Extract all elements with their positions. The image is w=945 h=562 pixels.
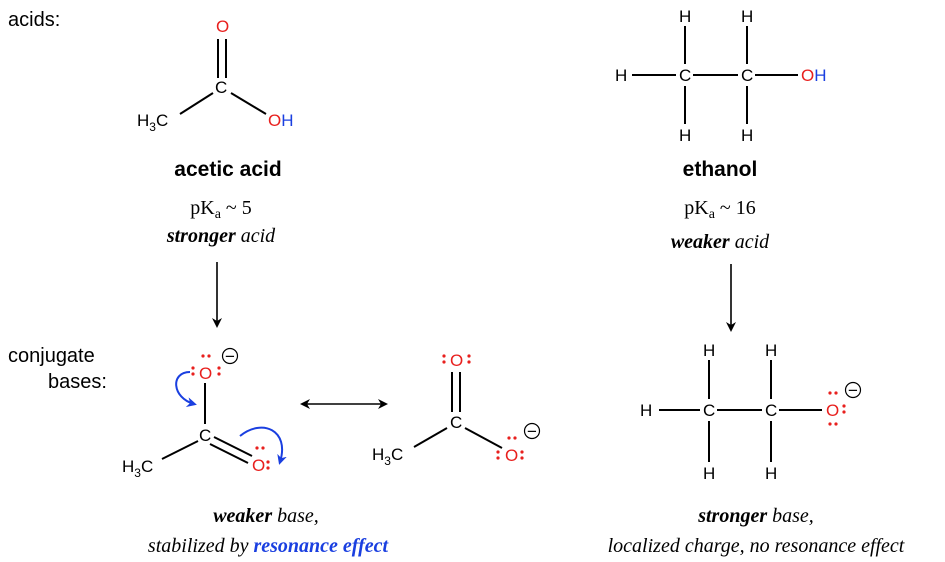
acetic-carbonyl-oxygen: O [216,17,229,36]
acetic-methyl: H3C [137,111,168,134]
acetate2-carbonyl-oxygen: O [450,351,463,370]
ethanol-strength: weaker acid [671,231,770,253]
ethoxide-h-c2-top: H [765,341,777,360]
ethanol-structure: H C C H H H H OH [615,7,827,145]
ethanol-h-c2-bottom: H [741,126,753,145]
acetic-carbon: C [215,78,227,97]
ethanol-hydroxyl: OH [801,66,827,85]
acetate1-carbonyl-oxygen: O [252,456,265,475]
ethanol-h-left: H [615,66,627,85]
acetate-resonance-form-2: O C H3C O − [372,351,541,468]
ethoxide-h-left: H [640,401,652,420]
acids-label: acids: [8,9,60,31]
acetate2-charge: − [527,422,537,441]
acetic-acid-strength: stronger acid [166,225,276,247]
acetate1-charge: − [225,347,235,366]
ethoxide-c2: C [765,401,777,420]
ethoxide-caption-line1: stronger base, [697,505,814,527]
acetate1-charge-circle [221,347,239,365]
ethoxide-h-c1-top: H [703,341,715,360]
acetate-caption-line1: weaker base, [213,505,319,527]
acetic-acid-name: acetic acid [174,158,281,181]
conjugate-label: conjugate [8,345,95,367]
acetate1-carbon: C [199,426,211,445]
acetic-acid-pka: pKa ~ 5 [190,197,252,222]
bases-label: bases: [48,371,107,393]
acetate2-oxygen-anion: O [505,446,518,465]
ethoxide-charge-circle [844,381,862,399]
ethanol-pka: pKa ~ 16 [684,197,756,222]
acetic-acid-structure: O C H3C OH [137,17,294,134]
acetate1-methyl: H3C [122,457,153,480]
acetate2-carbon: C [450,413,462,432]
acetic-hydroxyl: OH [268,111,294,130]
acetate2-charge-circle [523,422,541,440]
ethanol-name: ethanol [683,158,758,181]
ethoxide-h-c2-bottom: H [765,464,777,483]
acetate1-oxygen-anion: O [199,364,212,383]
ethanol-c2: C [741,66,753,85]
ethoxide-oxygen-anion: O [826,401,839,420]
ethoxide-h-c1-bottom: H [703,464,715,483]
electron-arrow-lone-pair [175,371,197,407]
electron-arrow-pi-bond [239,426,287,465]
ethanol-h-c2-top: H [741,7,753,26]
ethanol-c1: C [679,66,691,85]
ethanol-h-c1-top: H [679,7,691,26]
acetate2-methyl: H3C [372,445,403,468]
ethoxide-c1: C [703,401,715,420]
ethoxide-charge: − [848,381,858,400]
ethoxide-structure: H C C H H H H O − [640,341,862,483]
ethoxide-caption-line2: localized charge, no resonance effect [608,535,905,557]
ethanol-h-c1-bottom: H [679,126,691,145]
acetate-caption-line2: stabilized by resonance effect [148,535,390,557]
acetate-resonance-form-1: O − C O H3C [122,347,287,480]
